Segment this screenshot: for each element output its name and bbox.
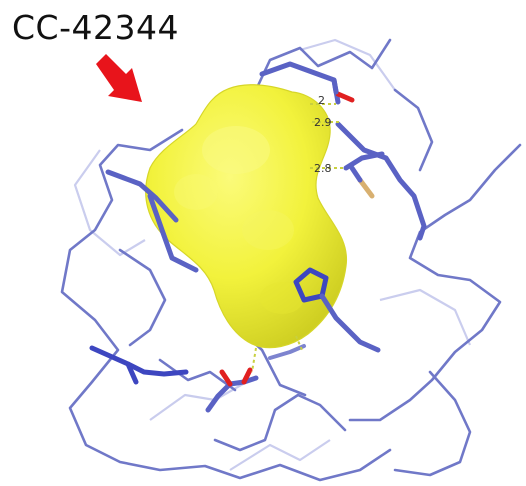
protein-backbone-faint [73,38,472,471]
residue-sticks [89,61,427,413]
compound-label: CC-42344 [12,8,179,47]
protein-backbone [60,38,522,482]
hydrogen-bonds [251,103,344,373]
distance-label: 2.9 [314,116,332,129]
distance-label-fragment: 2 [318,94,325,107]
distance-label: 2.8 [314,162,332,175]
arrow-indicator-icon [96,54,142,102]
